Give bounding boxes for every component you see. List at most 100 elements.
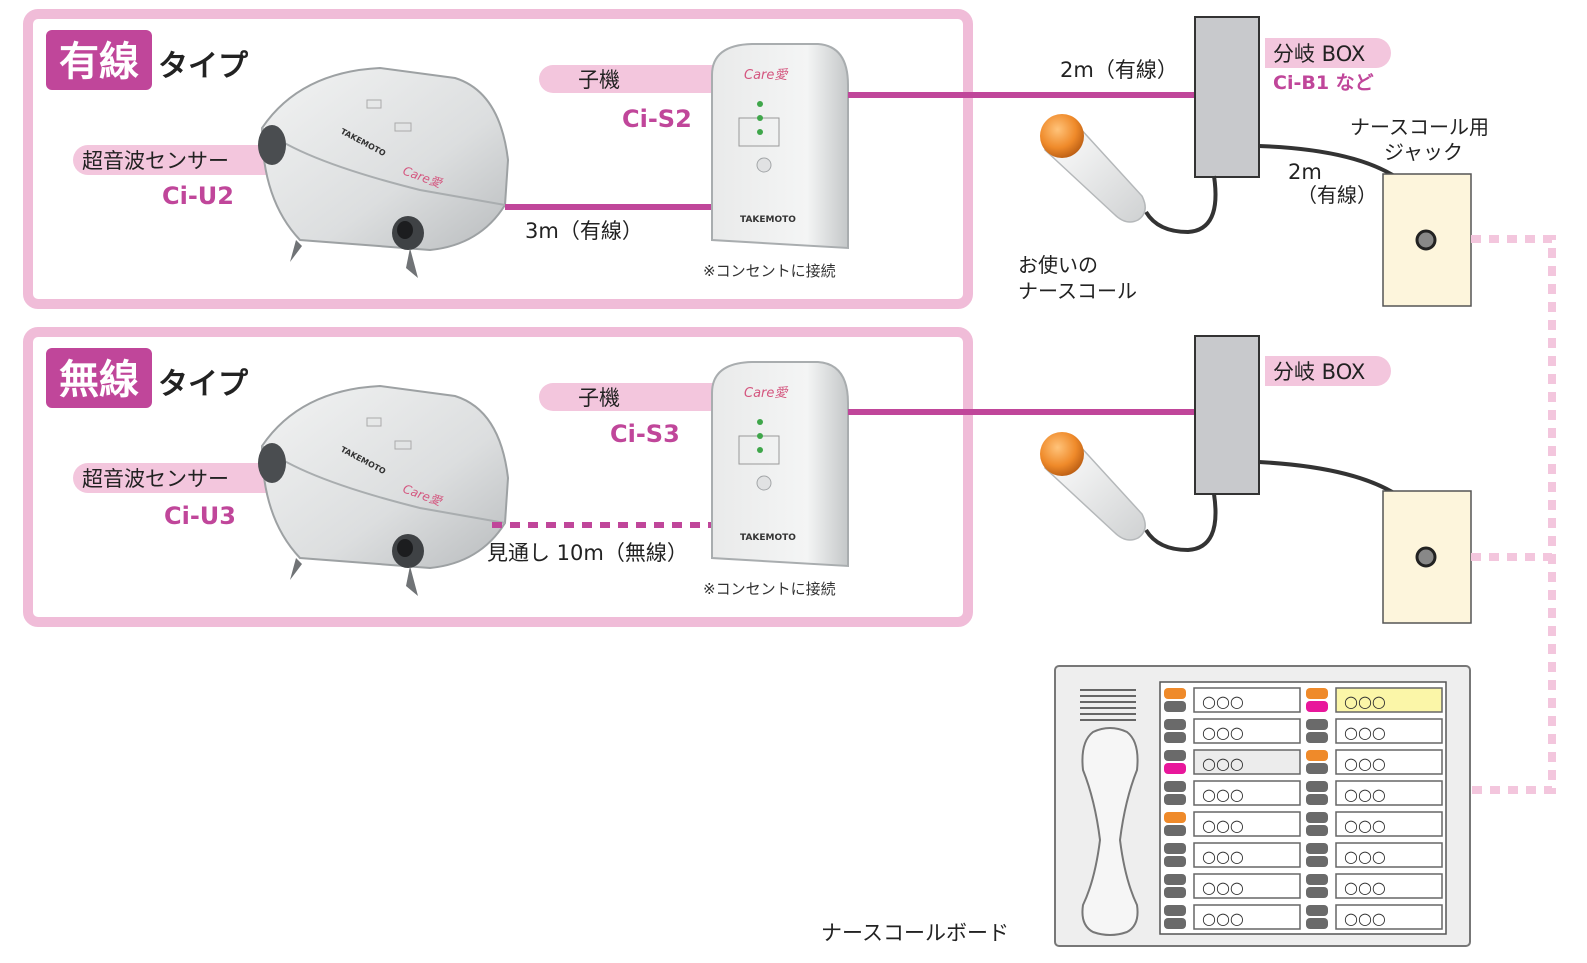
board-lamp-upper	[1164, 905, 1186, 916]
board-cell	[1335, 811, 1443, 837]
board-cell-text: ○○○	[1202, 692, 1244, 711]
wired-box-cable-label: 2m（有線）	[1060, 58, 1178, 82]
board-lamp-upper	[1164, 719, 1186, 730]
wireless-badge-text: 無線	[59, 357, 139, 403]
child-brand-text: TAKEMOTO	[740, 215, 796, 225]
board-lamp-lower	[1306, 732, 1328, 743]
board-lamp-upper	[1306, 719, 1328, 730]
wireless-badge	[46, 348, 152, 408]
board-cell-text: ○○○	[1202, 816, 1244, 835]
wireless-sensor-model: Ci-U3	[164, 502, 236, 530]
board-lamp-lower	[1306, 701, 1328, 712]
board-handset	[1081, 727, 1139, 936]
child-unit-device-wireless: Care愛 TAKEMOTO	[711, 361, 849, 568]
wireless-child-label-pill	[539, 383, 720, 411]
child-unit-device: Care愛 TAKEMOTO	[711, 43, 849, 250]
nurse-call-handset-2	[1040, 432, 1218, 553]
board-lamp-upper	[1164, 812, 1186, 823]
wireless-outlet-note: ※コンセントに接続	[703, 580, 836, 598]
board-cell	[1335, 780, 1443, 806]
board-cell-text: ○○○	[1344, 723, 1386, 742]
jack-label-line1: ナースコール用	[1350, 115, 1489, 139]
board-cell-text: ○○○	[1344, 692, 1386, 711]
board-cell	[1193, 904, 1301, 930]
board-cell-text: ○○○	[1202, 723, 1244, 742]
wired-type-label: タイプ	[158, 49, 249, 84]
wired-sensor-label-pill	[73, 145, 300, 175]
board-cell-text: ○○○	[1344, 847, 1386, 866]
wired-child-label-pill	[539, 65, 720, 93]
board-cell-grid: ○○○○○○○○○○○○○○○○○○○○○○○○○○○○○○○○○○○○○○○○…	[1164, 687, 1443, 930]
board-cell	[1193, 687, 1301, 713]
board-cell	[1193, 718, 1301, 744]
board-lamp-upper	[1164, 843, 1186, 854]
board-lamp-upper	[1164, 688, 1186, 699]
board-cell	[1193, 749, 1301, 775]
branch-box-wireless	[1194, 335, 1260, 495]
nurse-call-board: ○○○○○○○○○○○○○○○○○○○○○○○○○○○○○○○○○○○○○○○○…	[1054, 665, 1471, 947]
branch-box-label-1: 分岐 BOX	[1273, 42, 1365, 66]
branch-box-label-pill-2	[1265, 356, 1391, 386]
board-lamp-upper	[1306, 843, 1328, 854]
wired-badge-text: 有線	[59, 39, 139, 85]
board-lamp-lower	[1306, 887, 1328, 898]
board-lamp-lower	[1306, 825, 1328, 836]
board-lamp-upper	[1306, 905, 1328, 916]
board-cell	[1335, 749, 1443, 775]
board-lamp-upper	[1164, 750, 1186, 761]
board-cell	[1193, 780, 1301, 806]
board-lamp-upper	[1164, 874, 1186, 885]
jack-cable-line2: （有線）	[1297, 183, 1377, 207]
child-logo-text-2: Care愛	[744, 386, 788, 401]
board-lamp-lower	[1306, 794, 1328, 805]
branch-box-wired	[1194, 16, 1260, 178]
board-lamp-lower	[1164, 856, 1186, 867]
jack-cable-line1: 2m	[1288, 160, 1322, 184]
board-lamp-upper	[1306, 812, 1328, 823]
jack-label-line2: ジャック	[1384, 140, 1463, 164]
branch-box-label-pill-1	[1265, 38, 1391, 68]
board-lamp-lower	[1164, 763, 1186, 774]
jack-socket-2	[1415, 546, 1437, 568]
ultrasonic-sensor-device: TAKEMOTO Care愛	[258, 66, 510, 278]
board-cell	[1193, 842, 1301, 868]
wireless-link-label: 見通し 10m（無線）	[487, 541, 688, 565]
wired-sensor-label: 超音波センサー	[82, 149, 229, 173]
ultrasonic-sensor-device-wireless: TAKEMOTO Care愛	[258, 384, 510, 596]
jack-socket-1	[1415, 229, 1437, 251]
board-lamp-lower	[1306, 918, 1328, 929]
wired-cable-label: 3m（有線）	[525, 219, 643, 243]
board-lamp-lower	[1164, 887, 1186, 898]
board-cell	[1193, 873, 1301, 899]
board-cell	[1335, 842, 1443, 868]
branch-box-label-2: 分岐 BOX	[1273, 360, 1365, 384]
board-cell-text: ○○○	[1344, 909, 1386, 928]
board-lamp-upper	[1306, 750, 1328, 761]
wired-sensor-model: Ci-U2	[162, 182, 234, 210]
wireless-sensor-label-pill	[73, 463, 300, 493]
board-lamp-lower	[1164, 701, 1186, 712]
board-cell-text: ○○○	[1344, 785, 1386, 804]
board-cell-text: ○○○	[1202, 754, 1244, 773]
nurse-call-label-line1: お使いの	[1018, 253, 1098, 277]
branch-box-model: Ci-B1 など	[1273, 72, 1374, 94]
board-cell-text: ○○○	[1202, 878, 1244, 897]
wired-type-panel: 有線 タイプ 超音波センサー Ci-U2 TAKEMOTO Care愛 3m（有…	[23, 9, 973, 309]
wireless-type-label: タイプ	[158, 367, 249, 402]
board-cell	[1193, 811, 1301, 837]
board-lamp-upper	[1306, 688, 1328, 699]
board-cell	[1335, 718, 1443, 744]
board-cell-text: ○○○	[1202, 909, 1244, 928]
child-logo-text: Care愛	[744, 68, 788, 83]
board-cell-text: ○○○	[1344, 816, 1386, 835]
board-lamp-lower	[1164, 794, 1186, 805]
board-lamp-lower	[1164, 825, 1186, 836]
board-lamp-upper	[1306, 781, 1328, 792]
wireless-type-panel: 無線 タイプ 超音波センサー Ci-U3 TAKEMOTO Care愛 見通し …	[23, 327, 973, 627]
wired-child-label: 子機	[578, 68, 620, 92]
wired-child-model: Ci-S2	[622, 105, 692, 133]
board-label: ナースコールボード	[821, 921, 1009, 945]
jack-to-board-lines	[1471, 235, 1556, 794]
nurse-call-handset-1	[1040, 114, 1218, 235]
wired-badge	[46, 30, 152, 90]
